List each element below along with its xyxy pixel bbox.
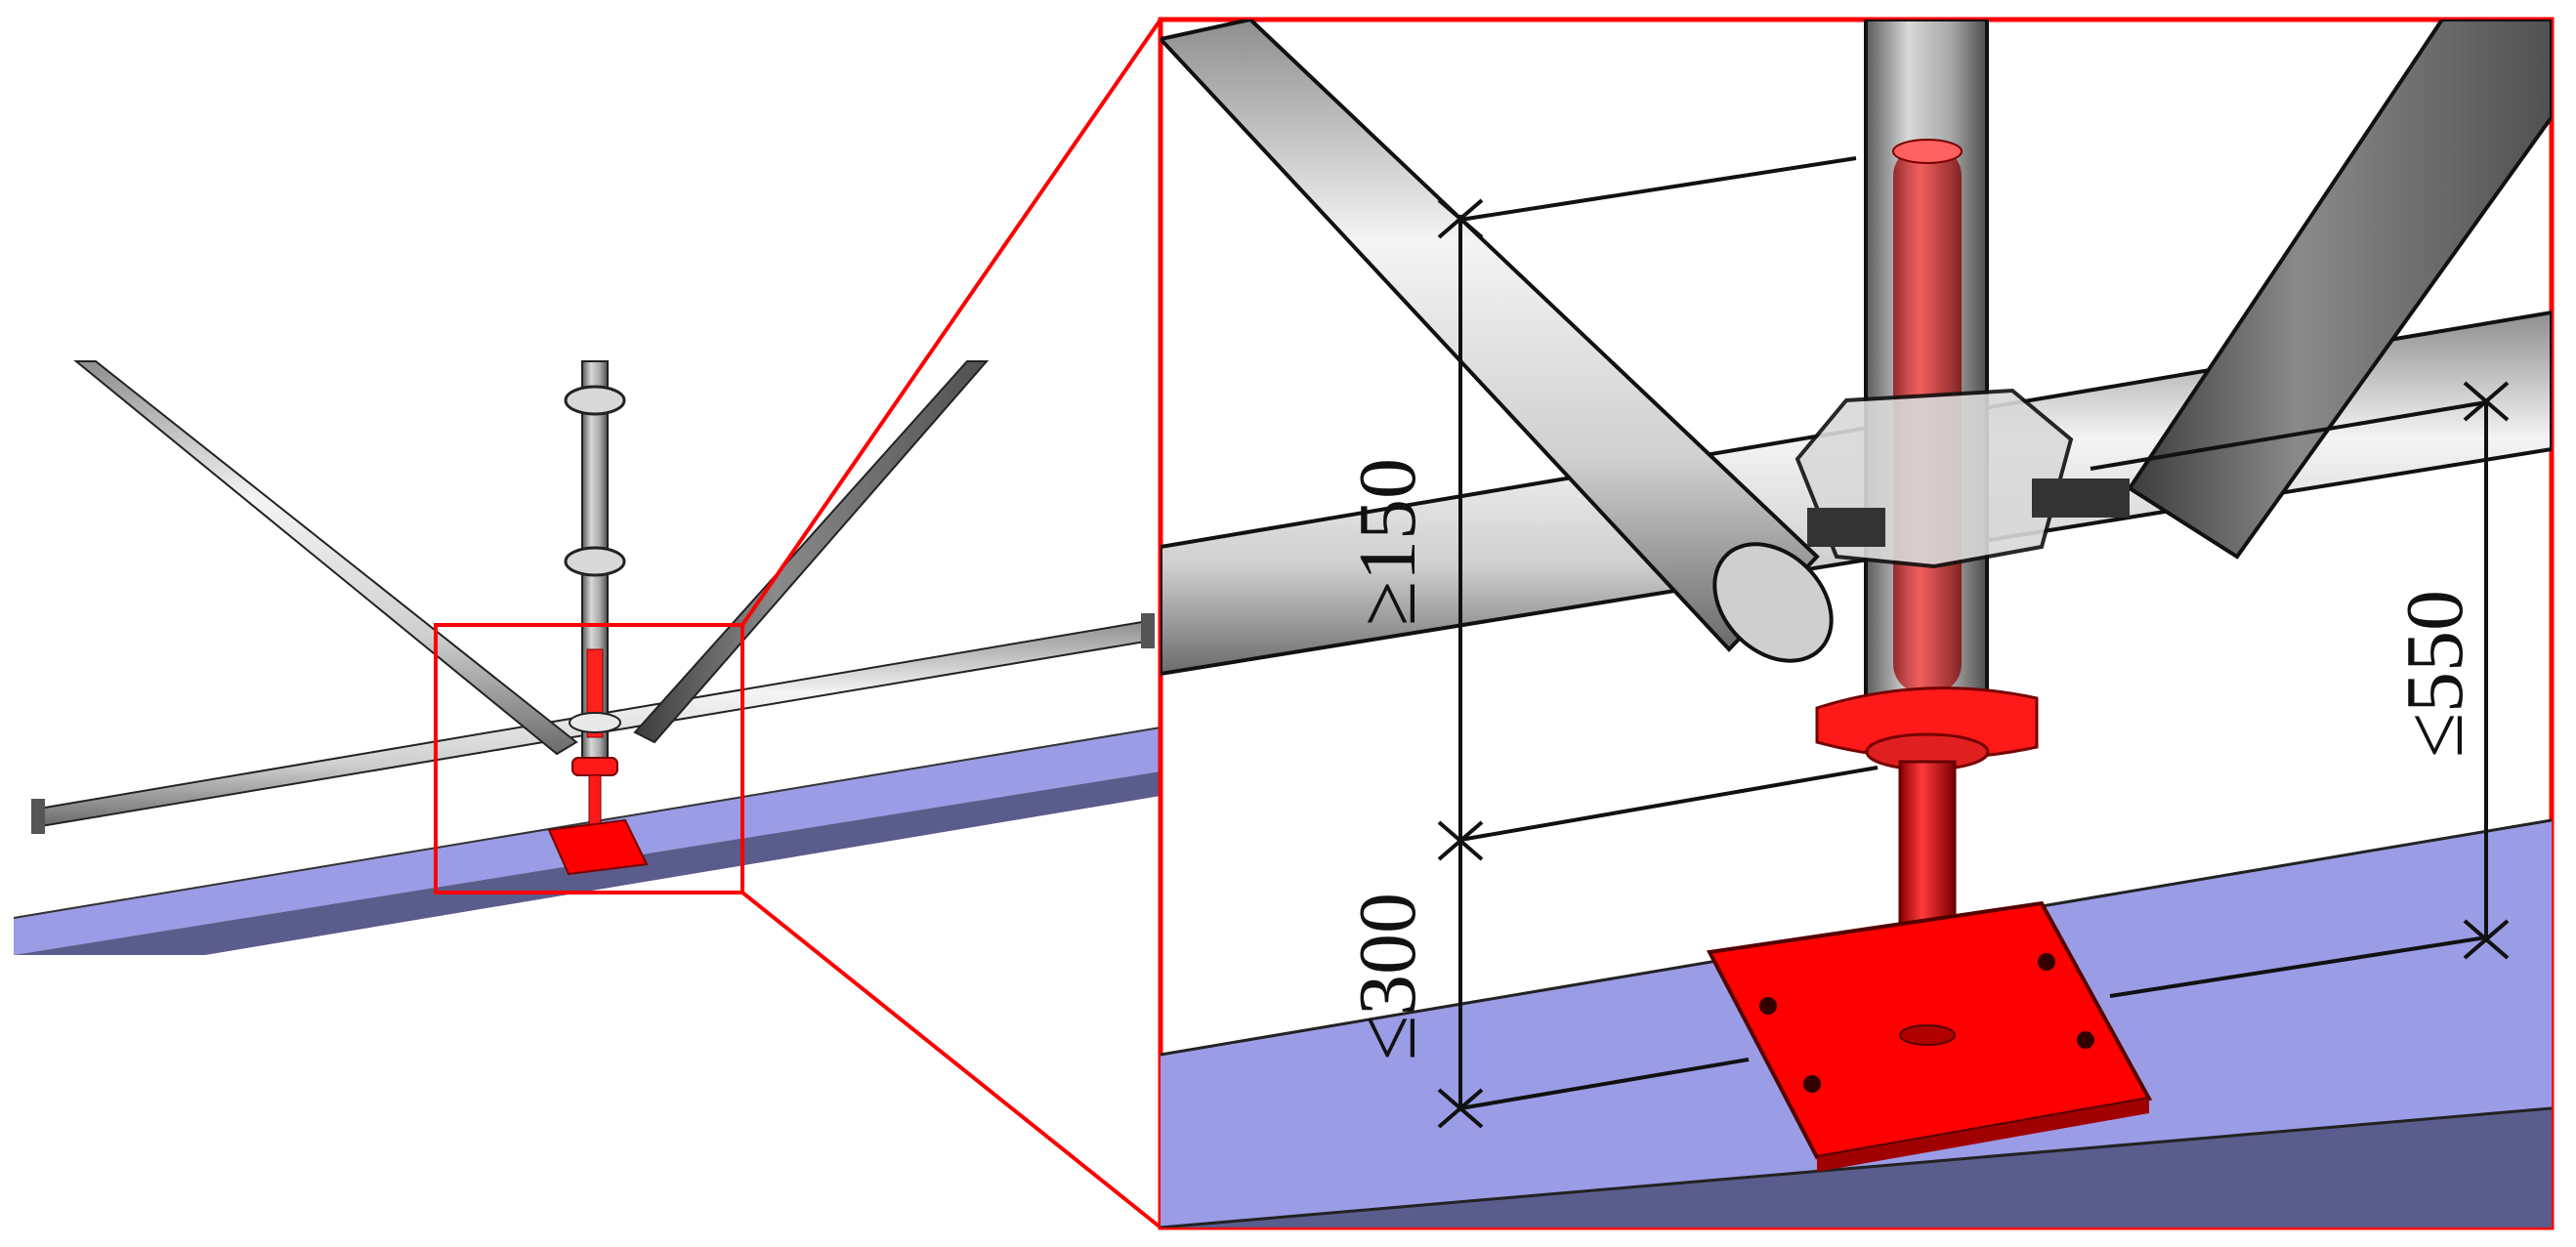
base-plate-icon (547, 818, 649, 876)
overview-standard-tube (564, 360, 626, 841)
detail-view: ≥150 ≤300 ≤550 (1158, 17, 2555, 1230)
detail-standard-tube (1795, 20, 2130, 1037)
detail-diagonal-brace-right (2127, 20, 2552, 560)
zoom-frame-icon (434, 623, 744, 894)
dimension-right (2090, 381, 2510, 998)
overview-scene (13, 360, 1161, 955)
zoom-connector-lines (740, 18, 1162, 1229)
dimension-left (1437, 156, 1879, 1129)
rosette-middle (564, 546, 626, 577)
dimension-base-height-label: ≤300 (1342, 893, 1433, 1060)
overview-diagonal-brace-right (633, 360, 990, 744)
detail-diagonal-brace-left (1161, 20, 1834, 663)
dimension-upper-gap-label: ≥150 (1342, 458, 1433, 626)
rosette-upper (564, 385, 626, 416)
detail-base-plate-icon (1706, 900, 2153, 1172)
overview-diagonal-brace-left (73, 360, 578, 756)
dimension-ledger-height-label: ≤550 (2389, 590, 2480, 758)
